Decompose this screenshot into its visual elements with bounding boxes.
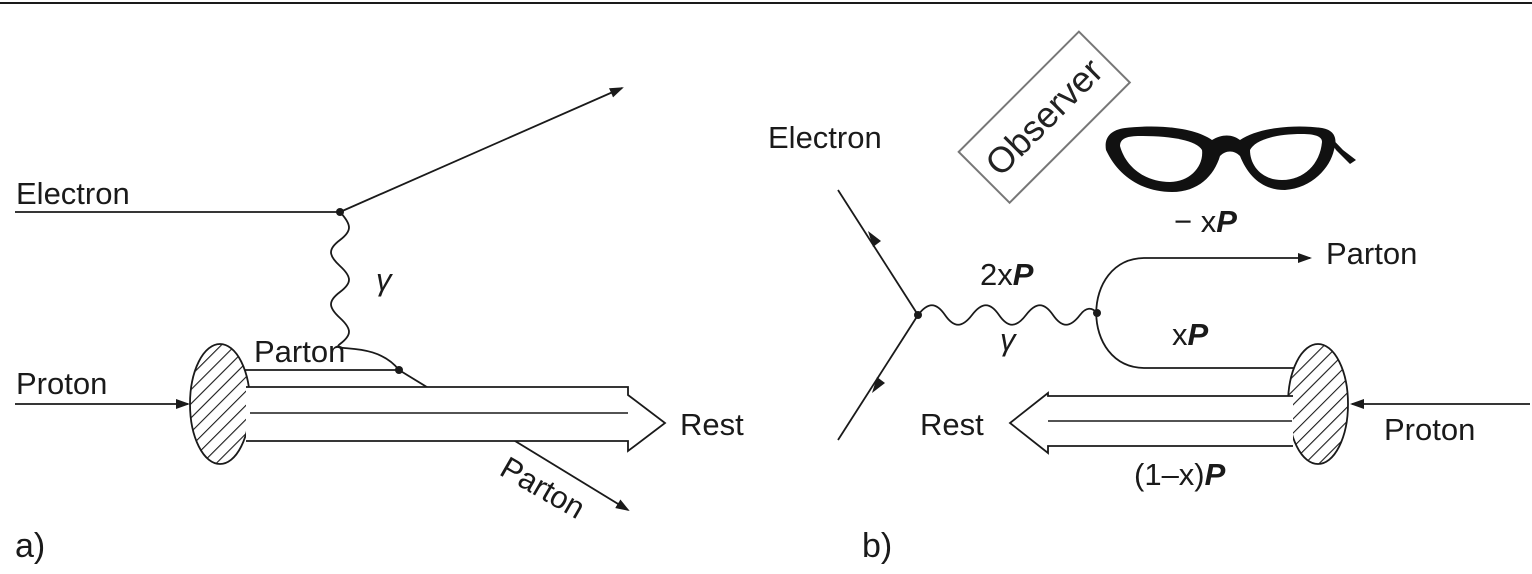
b-electron-out-arrow-icon: [868, 231, 881, 247]
panel-b: Observer Electron − xP 2xP γ xP Parton R…: [768, 30, 1530, 565]
b-minus-xP-P: P: [1216, 204, 1237, 239]
b-xP-P: P: [1188, 317, 1209, 352]
b-xP-prefix: x: [1172, 317, 1188, 352]
b-one-minus-x-P: P: [1205, 457, 1226, 492]
a-photon-line: [330, 211, 400, 371]
a-proton-blob: [189, 343, 251, 465]
b-one-minus-x-prefix: (1–x): [1134, 457, 1205, 492]
b-minus-xP-prefix: − x: [1174, 204, 1217, 239]
b-electron-in-line: [837, 314, 919, 441]
b-observer-tag: Observer: [957, 30, 1132, 205]
a-parton-in-label: Parton: [254, 334, 345, 369]
b-observer-box: [957, 30, 1132, 205]
b-parton-loop: [1095, 257, 1146, 369]
b-rest-arrow: [1008, 391, 1293, 455]
a-electron-out-line: [339, 87, 624, 213]
a-electron-label: Electron: [16, 176, 130, 211]
eyeglasses-icon: [1105, 126, 1356, 192]
b-minus-xP-label: − xP: [1174, 204, 1237, 239]
b-photon-line: [917, 304, 1098, 326]
a-rest-label: Rest: [680, 407, 744, 442]
b-electron-label: Electron: [768, 120, 882, 155]
b-two-xP-prefix: 2x: [980, 257, 1013, 292]
b-two-xP-label: 2xP: [980, 257, 1034, 292]
a-proton-label: Proton: [16, 366, 107, 401]
b-panel-tag: b): [862, 527, 892, 565]
a-parton-out-label: Parton: [495, 450, 592, 526]
b-proton-blob: [1287, 343, 1349, 465]
panel-a: Electron Proton Parton γ Rest Parton a): [15, 87, 744, 565]
b-one-minus-x-label: (1–x)P: [1134, 457, 1226, 492]
b-xP-label: xP: [1172, 317, 1209, 352]
b-electron-in-arrow-icon: [872, 377, 885, 393]
a-panel-tag: a): [15, 527, 45, 565]
a-gamma-label: γ: [376, 262, 393, 297]
a-rest-arrow: [246, 386, 667, 453]
b-parton-label: Parton: [1326, 236, 1417, 271]
b-gamma-label: γ: [1000, 322, 1017, 357]
b-two-xP-P: P: [1013, 257, 1034, 292]
b-electron-out-line: [837, 189, 919, 316]
b-proton-label: Proton: [1384, 412, 1475, 447]
b-rest-label: Rest: [920, 407, 984, 442]
